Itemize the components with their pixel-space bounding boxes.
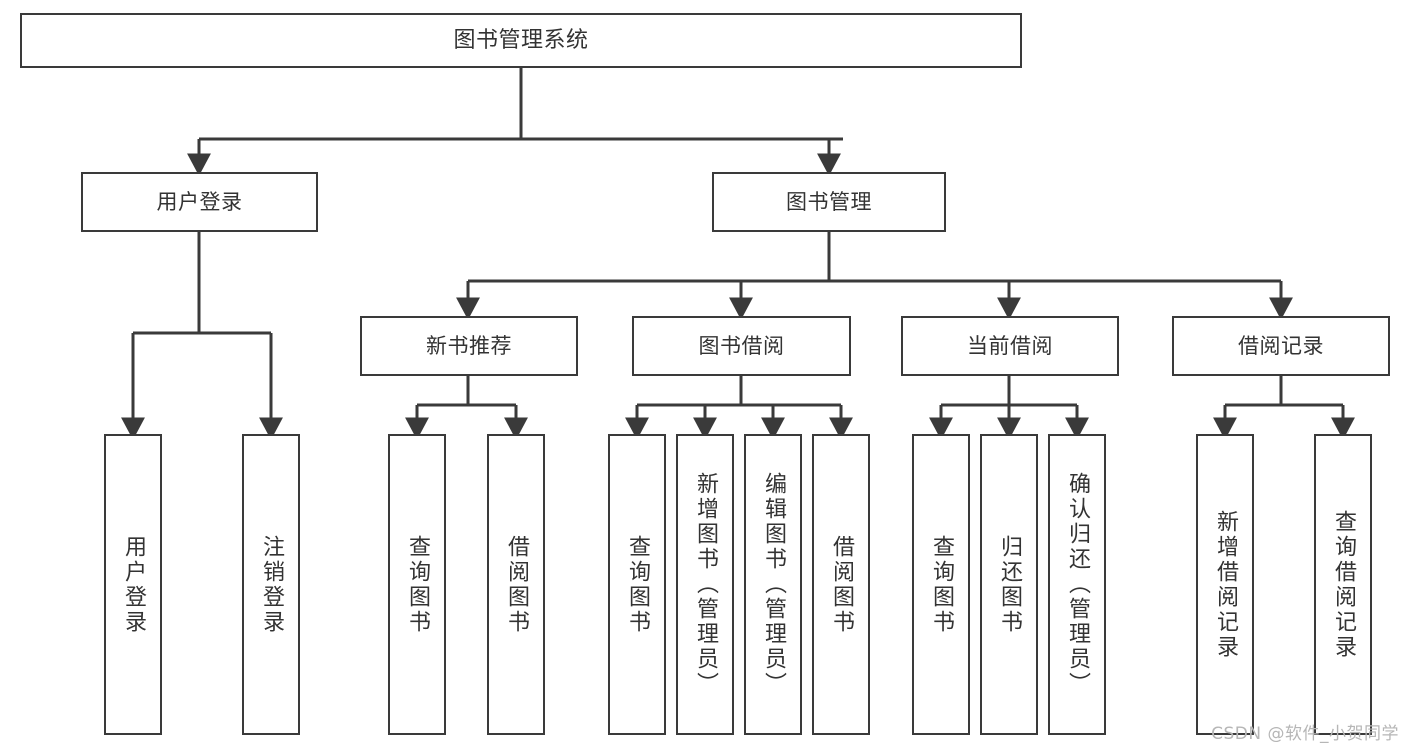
leaf-add-borrow-record[interactable]: 新增借阅记录	[1196, 434, 1254, 735]
node-user-login[interactable]: 用户登录	[81, 172, 318, 232]
leaf-return-book[interactable]: 归还图书	[980, 434, 1038, 735]
leaf-add-book-admin[interactable]: 新增图书（管理员）	[676, 434, 734, 735]
node-label: 确认归还（管理员）	[1065, 472, 1090, 697]
node-label: 借阅图书	[504, 534, 529, 635]
node-label: 查询借阅记录	[1331, 509, 1356, 660]
node-label: 图书管理	[786, 189, 872, 214]
node-label: 新书推荐	[426, 333, 512, 358]
node-label: 借阅图书	[829, 534, 854, 635]
leaf-query-book[interactable]: 查询图书	[608, 434, 666, 735]
leaf-edit-book-admin[interactable]: 编辑图书（管理员）	[744, 434, 802, 735]
leaf-borrow-book[interactable]: 借阅图书	[812, 434, 870, 735]
leaf-user-login[interactable]: 用户登录	[104, 434, 162, 735]
csdn-watermark: CSDN @软件_小贺同学	[1211, 724, 1399, 744]
node-label: 图书借阅	[698, 333, 785, 358]
node-label: 新增图书（管理员）	[693, 472, 718, 697]
leaf-query-borrow-record[interactable]: 查询借阅记录	[1314, 434, 1372, 735]
node-label: 图书管理系统	[453, 27, 589, 53]
leaf-borrow-book-new[interactable]: 借阅图书	[487, 434, 545, 735]
node-label: 归还图书	[997, 534, 1022, 635]
node-label: 当前借阅	[967, 333, 1053, 358]
node-label: 编辑图书（管理员）	[761, 472, 786, 697]
node-label: 用户登录	[156, 189, 243, 214]
node-label: 查询图书	[929, 534, 954, 635]
node-label: 用户登录	[121, 534, 146, 635]
leaf-confirm-return-admin[interactable]: 确认归还（管理员）	[1048, 434, 1106, 735]
node-new-book-recommend[interactable]: 新书推荐	[360, 316, 578, 376]
node-borrow-record[interactable]: 借阅记录	[1172, 316, 1390, 376]
node-label: 查询图书	[405, 534, 430, 635]
leaf-query-book-new[interactable]: 查询图书	[388, 434, 446, 735]
node-label: 注销登录	[259, 534, 284, 635]
node-root-system[interactable]: 图书管理系统	[20, 13, 1022, 68]
node-current-borrow[interactable]: 当前借阅	[901, 316, 1119, 376]
node-label: 借阅记录	[1238, 333, 1324, 358]
node-book-borrow[interactable]: 图书借阅	[632, 316, 851, 376]
node-book-management[interactable]: 图书管理	[712, 172, 946, 232]
leaf-query-book-current[interactable]: 查询图书	[912, 434, 970, 735]
node-label: 查询图书	[625, 534, 650, 635]
leaf-user-logout[interactable]: 注销登录	[242, 434, 300, 735]
node-label: 新增借阅记录	[1213, 509, 1238, 660]
